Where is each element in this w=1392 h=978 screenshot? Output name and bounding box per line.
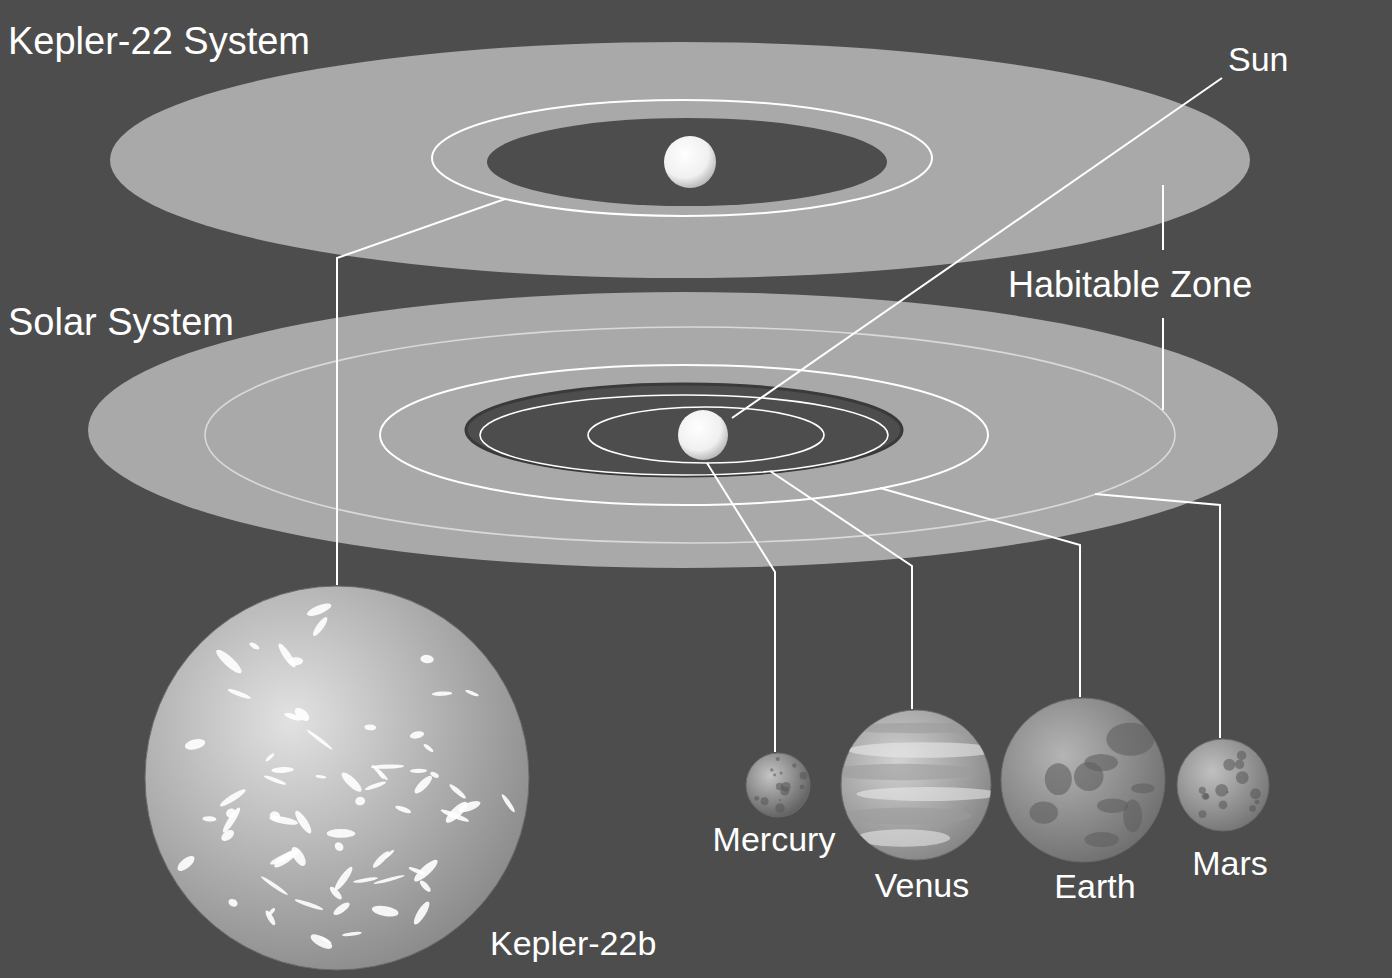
planet-shape xyxy=(841,710,991,860)
sun xyxy=(678,410,728,460)
orbit-line xyxy=(480,395,888,475)
star-label: Sun xyxy=(1228,40,1289,79)
planet-node: Mars xyxy=(1177,739,1269,831)
orbit-line xyxy=(588,407,824,463)
orbit-line xyxy=(432,100,932,216)
planet-node: Kepler-22b xyxy=(145,586,529,970)
zone-label: Habitable Zone xyxy=(1008,264,1252,305)
leader-line xyxy=(880,488,1080,697)
system-title: Solar System xyxy=(8,301,234,345)
leader-line xyxy=(337,199,505,585)
orbit-line xyxy=(380,365,988,505)
leader-line xyxy=(770,471,912,709)
star xyxy=(664,136,716,188)
planet-shape xyxy=(1177,739,1269,831)
planet-surface xyxy=(754,757,807,813)
planet-name: Mercury xyxy=(713,820,836,859)
planet-node: Earth xyxy=(1001,698,1165,862)
leader-line xyxy=(1095,494,1220,738)
habitable-zone-disk xyxy=(110,42,1250,278)
planet-shape xyxy=(145,586,529,970)
leader-line xyxy=(707,463,775,752)
planet-shape xyxy=(746,753,810,817)
inner-zone xyxy=(466,384,902,476)
inner-zone xyxy=(487,118,887,206)
planet-shape xyxy=(1001,698,1165,862)
planet-disc xyxy=(746,753,810,817)
planet-disc xyxy=(1177,739,1269,831)
planet-node: Venus xyxy=(841,710,991,860)
planet-name: Mars xyxy=(1192,844,1268,883)
planet-surface xyxy=(824,723,999,847)
planet-name: Venus xyxy=(875,866,970,905)
planet-disc xyxy=(1001,698,1165,862)
planet-surface xyxy=(175,601,516,952)
system-title: Kepler-22 System xyxy=(8,20,310,64)
zone-bracket xyxy=(1162,185,1164,250)
leader-line xyxy=(732,78,1222,418)
habitable-zone-disk xyxy=(88,292,1278,568)
planet-disc xyxy=(145,586,529,970)
zone-bracket xyxy=(1162,318,1164,410)
planet-name: Kepler-22b xyxy=(490,924,656,963)
planet-node: Mercury xyxy=(746,753,810,817)
planet-name: Earth xyxy=(1054,867,1135,906)
orbit-line xyxy=(205,327,1175,543)
planet-surface xyxy=(1029,723,1154,847)
planet-surface xyxy=(1199,751,1261,818)
